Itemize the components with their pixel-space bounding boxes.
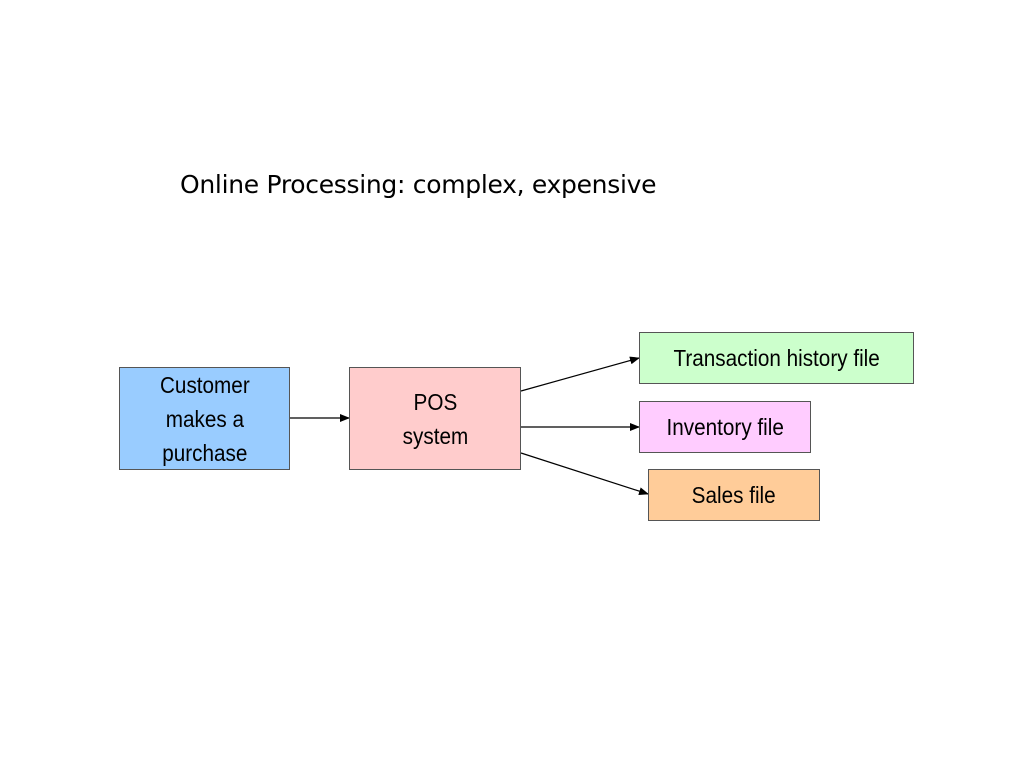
sales-file-label: Sales file (691, 482, 776, 508)
pos-system-node-line-1: POS (413, 388, 457, 415)
transaction-history-file-label: Transaction history file (673, 345, 880, 371)
customer-node-label: Customer makes a purchase (160, 368, 250, 470)
slide-title: Online Processing: complex, expensive (180, 170, 657, 199)
inventory-file-node: Inventory file (639, 401, 811, 453)
customer-node-line-2: makes a (165, 405, 244, 432)
arrow-pos-to-sales (520, 452, 649, 496)
pos-system-node-line-2: system (402, 422, 468, 449)
customer-node-line-1: Customer (159, 371, 250, 398)
arrow-pos-to-transaction-history (520, 356, 640, 392)
inventory-file-label: Inventory file (666, 414, 784, 440)
customer-node-line-3: purchase (161, 439, 248, 466)
pos-system-node: POS system (349, 367, 521, 470)
sales-file-node: Sales file (648, 469, 820, 521)
transaction-history-file-node: Transaction history file (639, 332, 914, 384)
customer-node: Customer makes a purchase (119, 367, 290, 470)
pos-system-node-label: POS system (402, 385, 468, 453)
